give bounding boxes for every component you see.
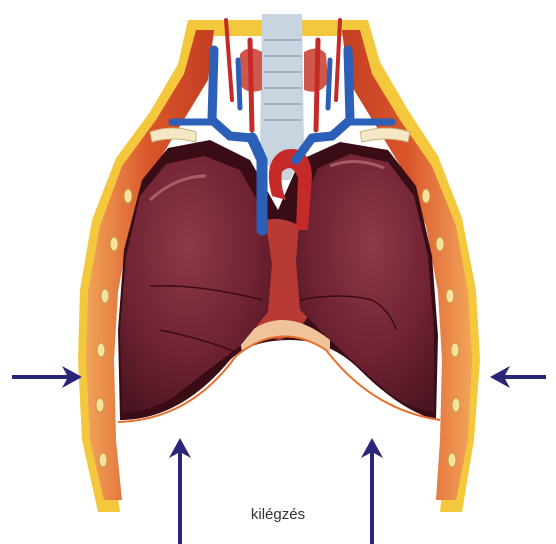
arrow-bottom-right xyxy=(361,438,383,544)
caption-label: kilégzés xyxy=(218,506,338,523)
lung-left xyxy=(120,156,272,412)
clavicle-left xyxy=(150,128,196,142)
arrow-right xyxy=(490,366,546,388)
arrow-left xyxy=(12,366,82,388)
arrow-bottom-left xyxy=(169,438,191,544)
